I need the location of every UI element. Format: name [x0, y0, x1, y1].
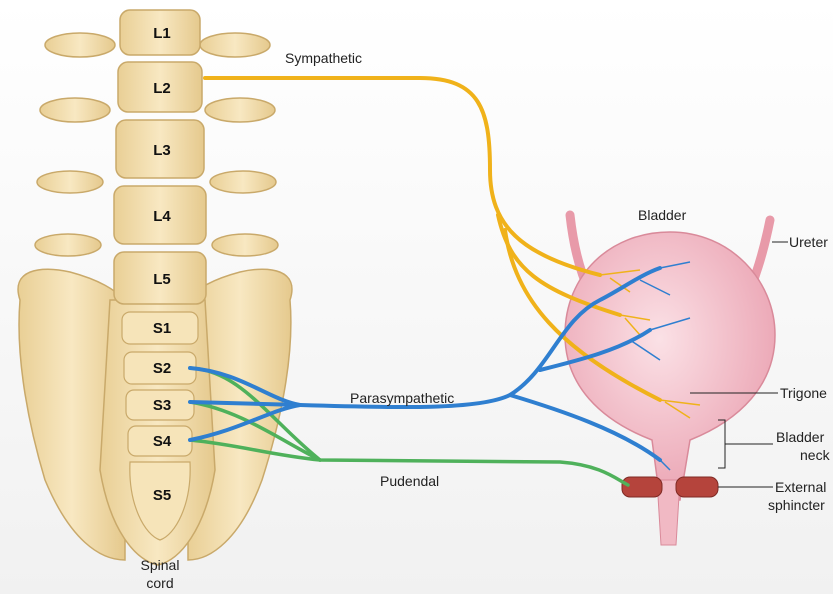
vertebra-l2: L2: [153, 80, 171, 97]
vertebra-s5: S5: [153, 487, 171, 504]
label-bladder-neck-line2: neck: [800, 447, 831, 463]
label-spinal-cord-line1: Spinal: [141, 557, 180, 573]
external-sphincter-right: [676, 477, 718, 497]
vertebra-s4: S4: [153, 433, 172, 450]
label-external-sphincter-line2: sphincter: [768, 497, 825, 513]
label-ureter: Ureter: [789, 234, 828, 250]
vertebra-s3: S3: [153, 397, 171, 414]
external-sphincter: [622, 477, 662, 497]
vertebra-s1: S1: [153, 320, 171, 337]
vertebra-l1: L1: [153, 25, 171, 42]
vertebra-l3: L3: [153, 142, 171, 159]
label-bladder-neck-line1: Bladder: [776, 429, 825, 445]
label-trigone: Trigone: [780, 385, 827, 401]
label-spinal-cord-line2: cord: [146, 575, 173, 591]
label-external-sphincter-line1: External: [775, 479, 826, 495]
label-pudendal: Pudendal: [380, 473, 439, 489]
label-bladder: Bladder: [638, 207, 687, 223]
label-sympathetic: Sympathetic: [285, 50, 362, 66]
vertebra-l4: L4: [153, 208, 171, 225]
vertebra-l5: L5: [153, 271, 171, 288]
label-parasympathetic: Parasympathetic: [350, 390, 454, 406]
vertebra-s2: S2: [153, 360, 171, 377]
